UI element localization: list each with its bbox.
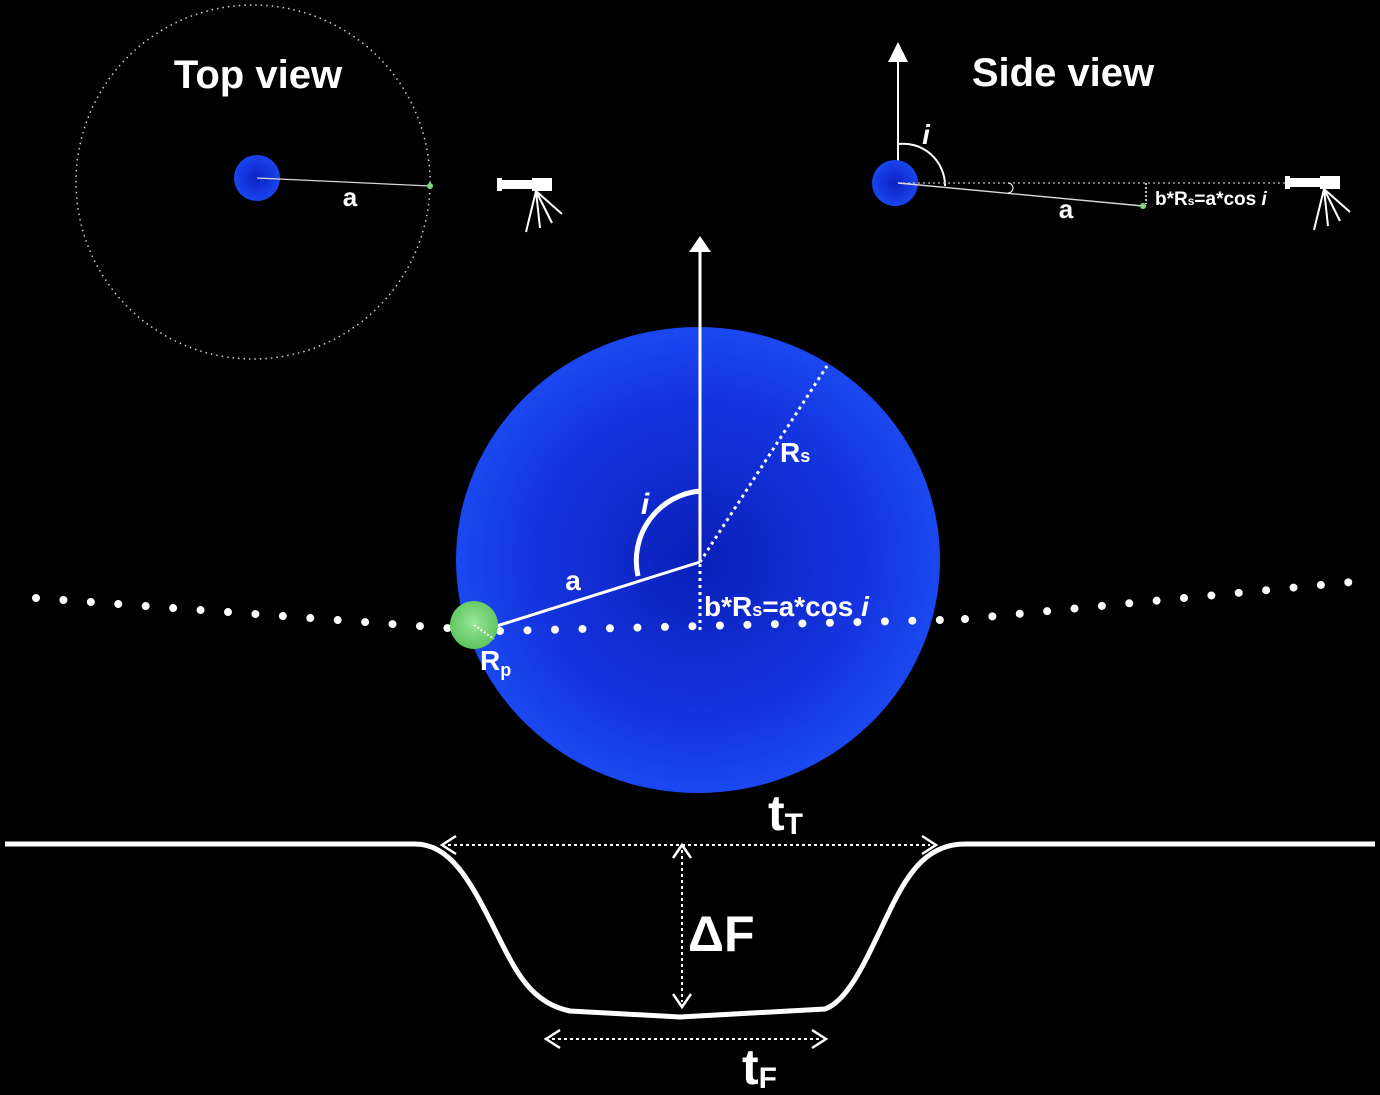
side-view-semimajor-axis	[897, 182, 1144, 207]
label-dF: ΔF	[688, 906, 754, 962]
main-star	[456, 327, 940, 793]
transit-duration-arrow-right-head	[921, 834, 939, 856]
main-transit-panel: i a Rs Rp b*Rs=a*cos i	[32, 236, 1356, 793]
side-view-panel: Side view i a b*Rs=a*cos i	[872, 42, 1351, 231]
top-view-label-a: a	[343, 182, 358, 212]
main-impact-label: b*Rs=a*cos i	[704, 591, 870, 622]
main-inclination-arc	[633, 488, 701, 577]
side-view-impact-label: b*Rs=a*cos i	[1155, 189, 1268, 210]
flat-duration-arrow-left-head	[543, 1028, 561, 1050]
side-view-title: Side view	[972, 51, 1155, 95]
main-label-rp: Rp	[480, 645, 511, 680]
label-tT: tT	[768, 785, 803, 841]
main-axis-arrowhead	[689, 236, 711, 252]
orbit-path-across-star	[496, 616, 944, 635]
telescope-icon	[1285, 176, 1351, 231]
side-view-small-arc	[1007, 182, 1014, 194]
transit-depth-arrow-top-head	[671, 842, 693, 859]
label-tF: tF	[742, 1039, 777, 1095]
flat-duration-arrow-right-head	[811, 1028, 829, 1050]
top-view-semimajor-axis	[256, 177, 431, 187]
top-view-planet	[427, 183, 433, 189]
telescope-icon	[497, 178, 563, 233]
side-view-star	[872, 160, 918, 206]
top-view-title: Top view	[174, 53, 343, 97]
top-view-orbit	[75, 4, 431, 360]
side-view-inclination-arc	[897, 142, 947, 187]
orbit-path-left	[32, 594, 464, 633]
main-label-a: a	[565, 565, 581, 596]
transit-depth-arrow-bottom-head	[671, 993, 693, 1010]
main-semimajor-axis	[483, 560, 701, 632]
planet-radius-line	[473, 624, 495, 640]
top-view-panel: Top view a	[75, 4, 563, 360]
side-view-label-i: i	[922, 119, 931, 150]
main-label-rs: Rs	[780, 437, 810, 468]
orbit-path-right	[961, 578, 1356, 623]
side-view-planet	[1140, 203, 1146, 209]
side-view-label-a: a	[1059, 194, 1074, 224]
main-label-i: i	[641, 488, 650, 521]
transit-duration-arrow-left-head	[439, 834, 457, 856]
light-curve-panel: tT ΔF tF	[5, 785, 1375, 1095]
light-curve	[5, 841, 1375, 1020]
